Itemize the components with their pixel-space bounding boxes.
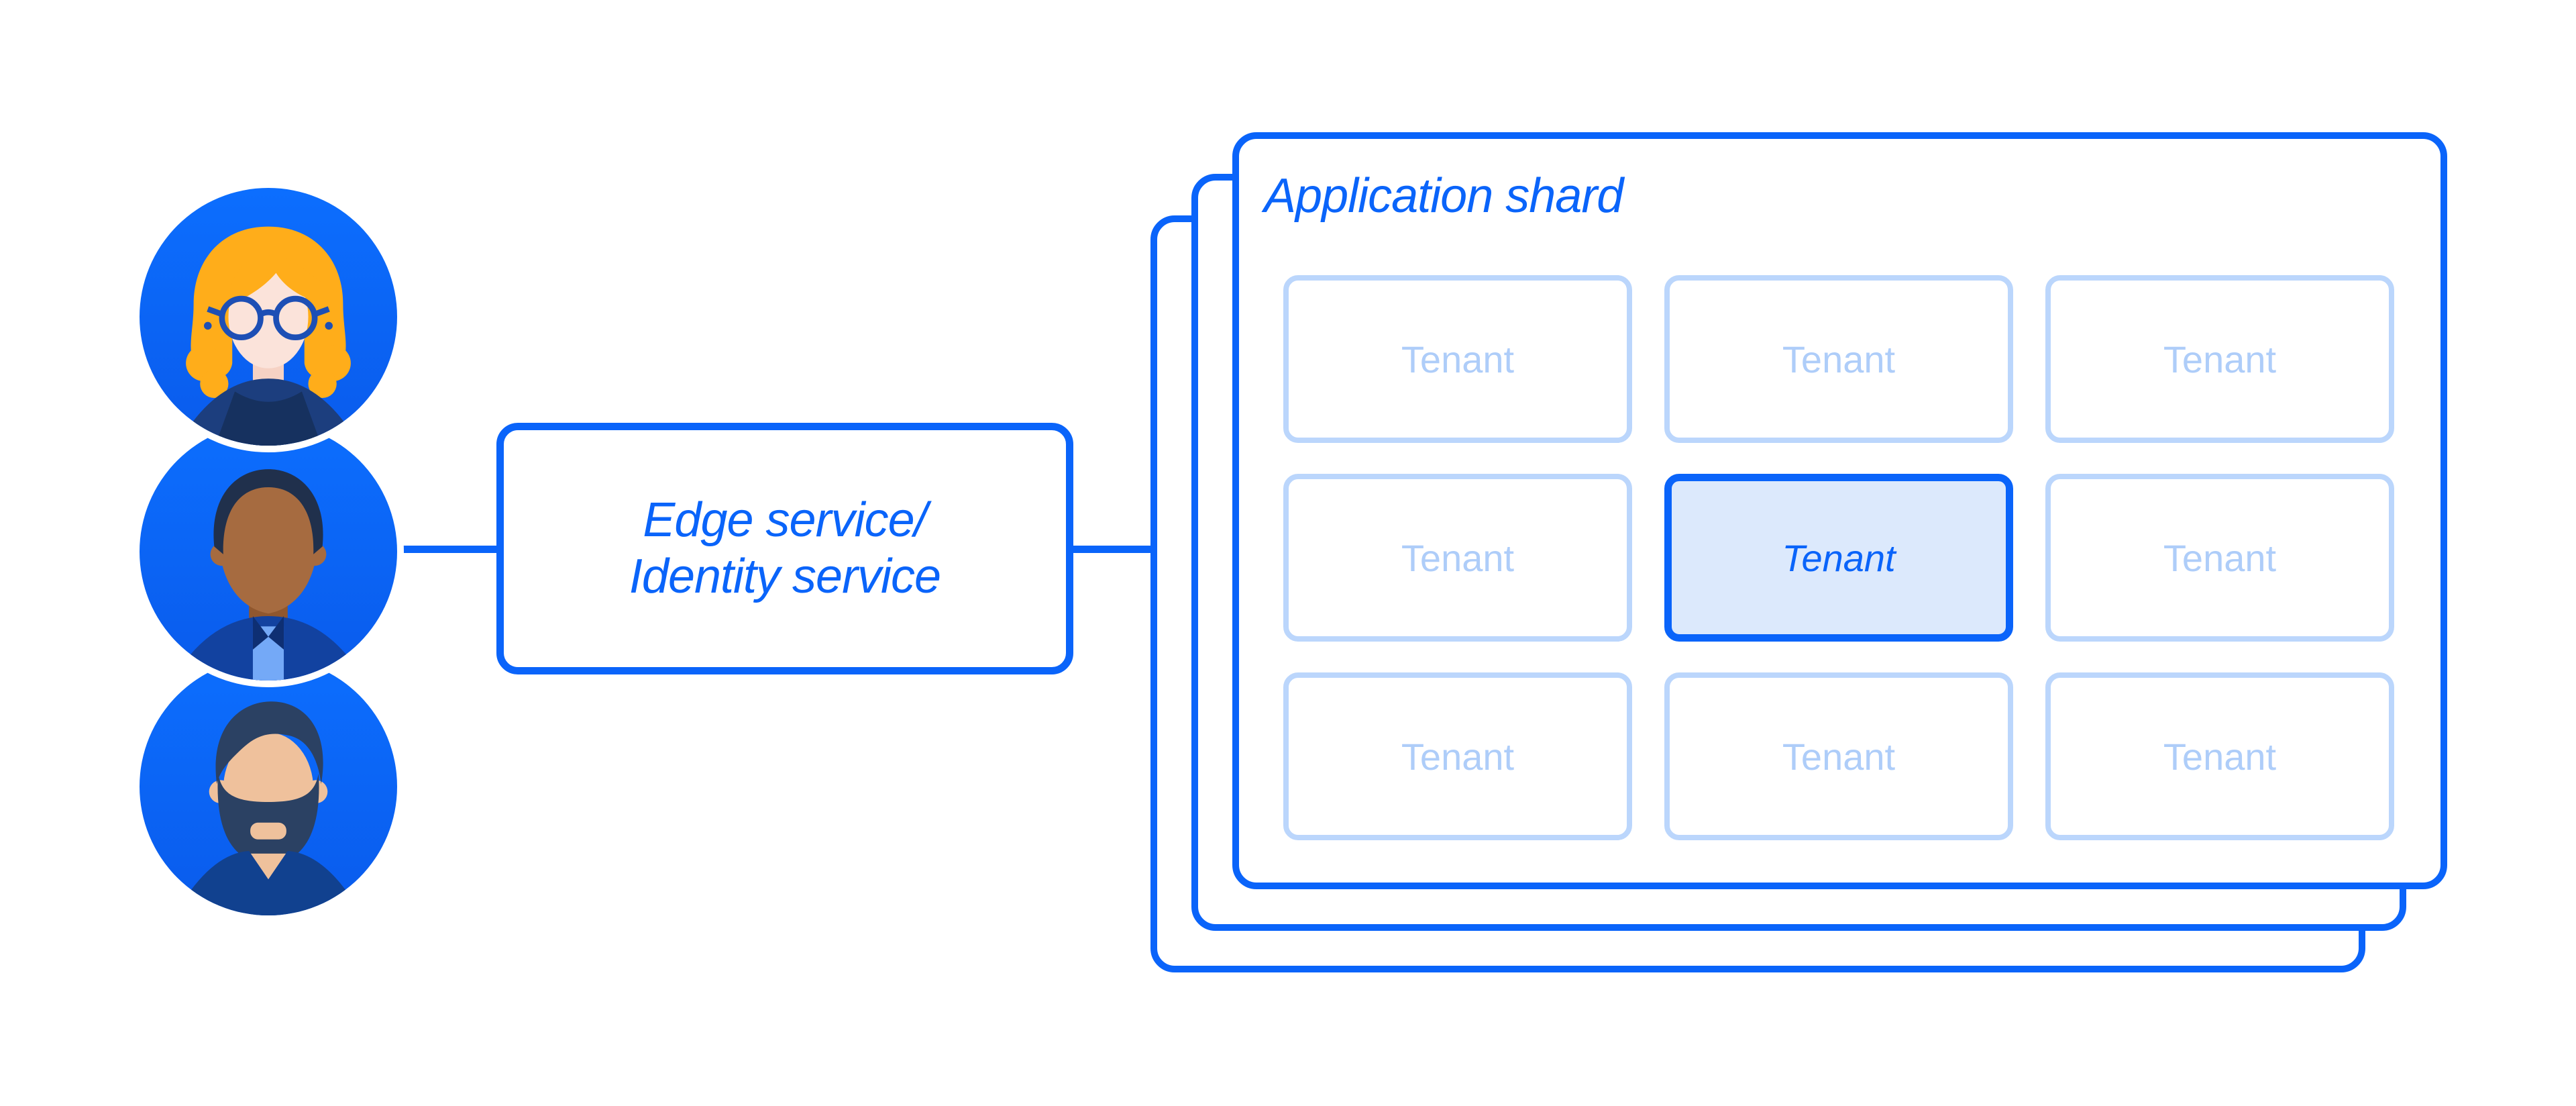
tenant-node-highlighted: Tenant xyxy=(1664,474,2013,642)
application-shard-title: Application shard xyxy=(1264,169,1623,223)
tenant-node: Tenant xyxy=(2045,672,2394,840)
user-avatar-2 xyxy=(133,416,404,687)
tenant-node: Tenant xyxy=(2045,275,2394,443)
user-avatar-3 xyxy=(133,651,404,922)
woman-glasses-avatar-icon xyxy=(140,188,397,446)
connector-line-users-edge xyxy=(397,546,502,553)
edge-identity-service-node: Edge service/ Identity service xyxy=(496,423,1073,674)
man-short-hair-avatar-icon xyxy=(140,423,397,681)
man-beard-avatar-icon xyxy=(140,658,397,915)
tenant-node: Tenant xyxy=(1283,275,1632,443)
tenant-node: Tenant xyxy=(1664,275,2013,443)
tenant-node: Tenant xyxy=(1283,474,1632,642)
edge-service-label-line1: Edge service/ xyxy=(643,493,927,547)
tenant-node: Tenant xyxy=(1664,672,2013,840)
connector-line-edge-shard xyxy=(1066,546,1156,553)
edge-service-label-line2: Identity service xyxy=(629,549,941,603)
tenant-node: Tenant xyxy=(2045,474,2394,642)
user-avatar-1 xyxy=(133,181,404,452)
tenant-node: Tenant xyxy=(1283,672,1632,840)
